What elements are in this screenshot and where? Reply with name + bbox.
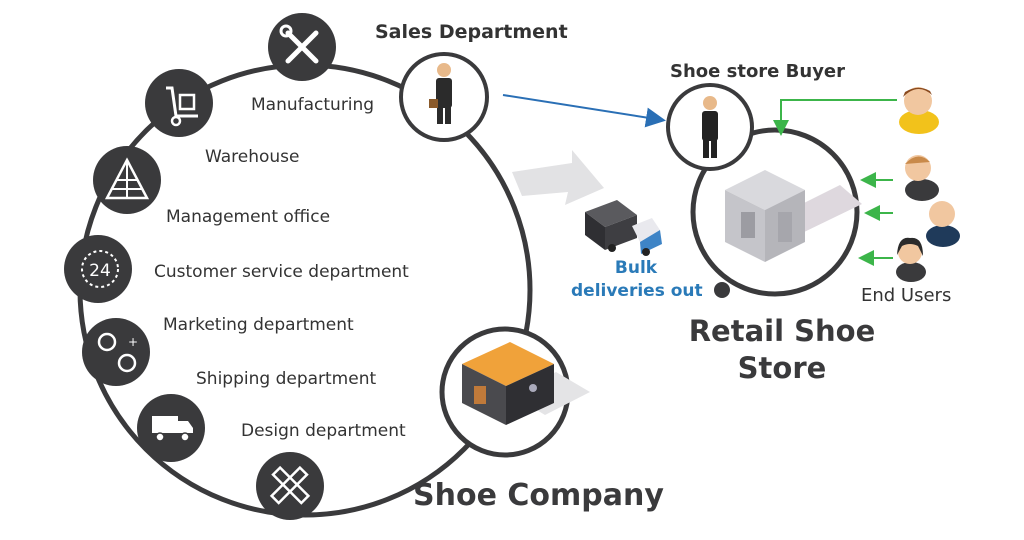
sales-department-label: Sales Department: [375, 21, 568, 43]
store-building-icon: [725, 170, 862, 262]
ruler-pencil-icon: [256, 452, 324, 520]
dept-label-customer-service: Customer service department: [154, 262, 409, 282]
end-user-avatar-2: [905, 155, 939, 201]
end-user-avatar-3: [926, 201, 960, 247]
phone-24-icon: 24: [64, 235, 132, 303]
dept-label-design: Design department: [241, 421, 406, 441]
blue-sales-arrow: [502, 94, 666, 128]
gray-flow-arrow: [512, 150, 604, 205]
truck-icon: [137, 394, 205, 462]
dept-label-management: Management office: [166, 207, 331, 227]
buyer-person-icon: [666, 83, 754, 171]
green-arrow-buyer: [773, 99, 897, 136]
store-title-line1: Retail Shoe: [688, 314, 876, 348]
end-users-label: End Users: [861, 285, 952, 306]
dept-label-marketing: Marketing department: [163, 315, 354, 335]
people-network-icon: +: [82, 318, 150, 386]
dept-label-warehouse: Warehouse: [205, 147, 300, 167]
svg-text:+: +: [128, 335, 138, 349]
pyramid-icon: [93, 146, 161, 214]
buyer-label: Shoe store Buyer: [670, 61, 846, 82]
dept-label-manufacturing: Manufacturing: [251, 95, 375, 115]
dept-label-shipping: Shipping department: [196, 369, 377, 389]
svg-text:24: 24: [89, 261, 111, 281]
delivery-label-line2: deliveries out: [571, 281, 703, 301]
company-title: Shoe Company: [413, 478, 664, 513]
end-user-avatar-1: [899, 87, 939, 134]
hand-truck-icon: [145, 69, 213, 137]
sales-person-icon: [399, 52, 489, 142]
ring-end-dot: [714, 282, 730, 298]
end-user-avatar-4: [896, 237, 926, 282]
tools-icon: [268, 13, 336, 81]
store-title-line2: Store: [737, 351, 827, 385]
delivery-truck-icon: [585, 200, 662, 256]
factory-building-icon: [439, 326, 590, 458]
delivery-label-line1: Bulk: [614, 258, 658, 278]
